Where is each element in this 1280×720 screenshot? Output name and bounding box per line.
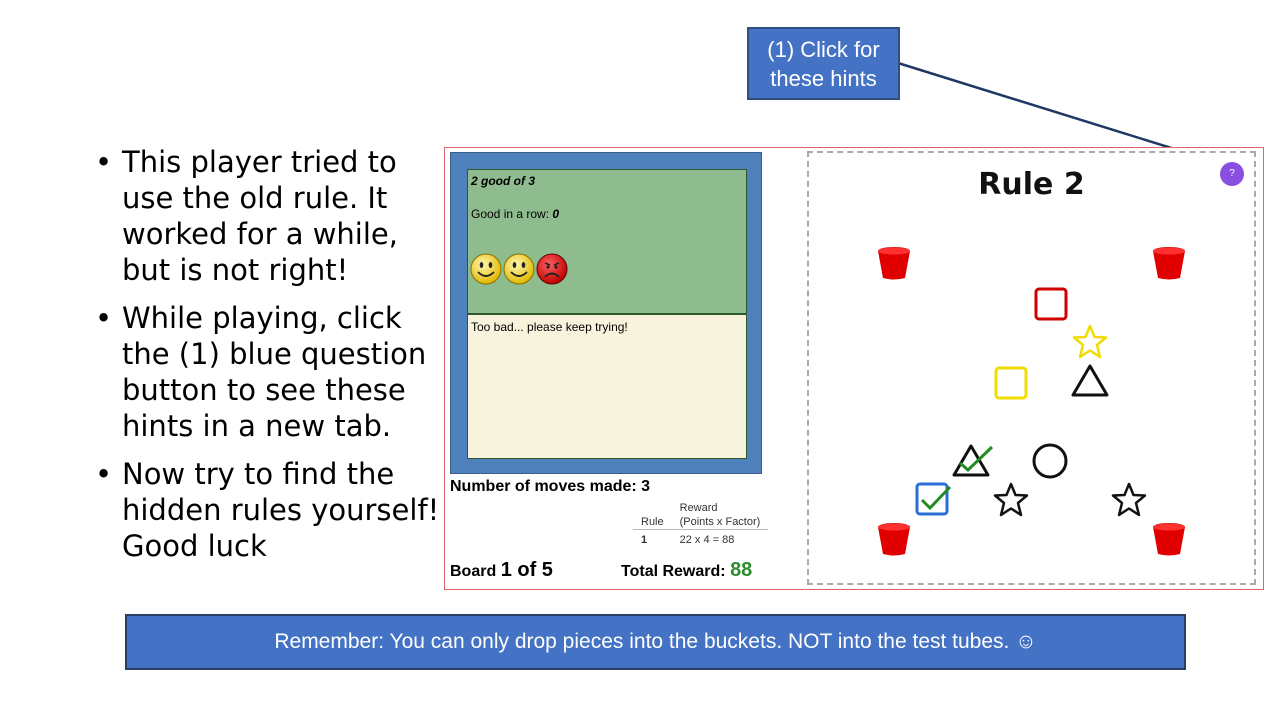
game-board[interactable]: Rule 2 bbox=[807, 151, 1256, 585]
cell-reward: 22 x 4 = 88 bbox=[679, 534, 735, 546]
good-in-row: Good in a row: 0 bbox=[471, 207, 559, 221]
yellow-square-piece[interactable] bbox=[993, 365, 1029, 401]
black-circle-piece[interactable] bbox=[1031, 442, 1069, 480]
help-question-button[interactable]: ? bbox=[1220, 162, 1244, 186]
moves-label: Number of moves made: bbox=[450, 478, 637, 495]
column-header-rule: Rule bbox=[641, 516, 664, 528]
reminder-banner: Remember: You can only drop pieces into … bbox=[125, 614, 1186, 670]
good-in-row-value: 0 bbox=[552, 207, 560, 221]
good-in-row-label: Good in a row: bbox=[471, 207, 550, 221]
moves-made: Number of moves made: 3 bbox=[450, 478, 650, 496]
progress-box: 2 good of 3 Good in a row: 0 bbox=[467, 169, 747, 314]
reward-table: Rule Reward (Points x Factor) 1 22 x 4 =… bbox=[633, 501, 769, 546]
black-star-piece[interactable] bbox=[1110, 481, 1148, 519]
instruction-bullets: •This player tried to use the old rule. … bbox=[95, 144, 445, 576]
board-counter: Board 1 of 5 bbox=[450, 559, 553, 582]
bucket-bottom-right[interactable] bbox=[1151, 521, 1187, 557]
black-triangle-checked-piece[interactable] bbox=[952, 443, 994, 479]
happy-face-icon bbox=[470, 253, 502, 285]
black-triangle-piece[interactable] bbox=[1070, 363, 1110, 399]
total-reward-value: 88 bbox=[730, 559, 753, 581]
total-reward-label: Total Reward: bbox=[621, 563, 726, 580]
black-star-piece[interactable] bbox=[992, 481, 1030, 519]
bullet-text: Now try to find the hidden rules yoursel… bbox=[122, 457, 440, 563]
cell-rule: 1 bbox=[641, 534, 648, 546]
good-of-label: 2 good of bbox=[471, 174, 525, 188]
board-label: Board bbox=[450, 563, 497, 580]
callout-line-2: these hints bbox=[770, 66, 877, 91]
rule-title: Rule 2 bbox=[978, 167, 1085, 202]
column-header-reward: Reward (Points x Factor) bbox=[672, 501, 769, 530]
result-faces bbox=[470, 253, 568, 285]
happy-face-icon bbox=[503, 253, 535, 285]
board-value: 1 of 5 bbox=[500, 559, 553, 581]
yellow-star-piece[interactable] bbox=[1071, 323, 1109, 361]
bucket-top-left[interactable] bbox=[876, 245, 912, 281]
feedback-box: Too bad... please keep trying! bbox=[467, 314, 747, 459]
callout-line-1: (1) Click for bbox=[767, 37, 880, 62]
game-screenshot: 2 good of 3 Good in a row: 0 bbox=[444, 147, 1264, 590]
moves-value: 3 bbox=[641, 478, 651, 495]
bullet-item: •This player tried to use the old rule. … bbox=[95, 145, 398, 287]
good-of-count: 3 bbox=[528, 174, 536, 188]
table-row: 1 22 x 4 = 88 bbox=[633, 530, 768, 546]
sad-face-icon bbox=[536, 253, 568, 285]
bullet-item: •While playing, click the (1) blue quest… bbox=[95, 301, 427, 443]
good-of-text: 2 good of 3 bbox=[471, 174, 535, 188]
bullet-text: This player tried to use the old rule. I… bbox=[122, 145, 398, 287]
status-panel: 2 good of 3 Good in a row: 0 bbox=[450, 152, 762, 474]
bullet-text: While playing, click the (1) blue questi… bbox=[122, 301, 427, 443]
hint-callout: (1) Click for these hints bbox=[747, 27, 900, 100]
bullet-item: •Now try to find the hidden rules yourse… bbox=[95, 457, 440, 563]
bucket-top-right[interactable] bbox=[1151, 245, 1187, 281]
red-square-piece[interactable] bbox=[1033, 286, 1069, 322]
blue-square-checked-piece[interactable] bbox=[914, 481, 952, 519]
reward-header-line1: Reward bbox=[679, 502, 718, 514]
feedback-text: Too bad... please keep trying! bbox=[471, 320, 628, 334]
reward-header-line2: (Points x Factor) bbox=[679, 516, 761, 528]
bucket-bottom-left[interactable] bbox=[876, 521, 912, 557]
total-reward: Total Reward: 88 bbox=[621, 559, 752, 582]
